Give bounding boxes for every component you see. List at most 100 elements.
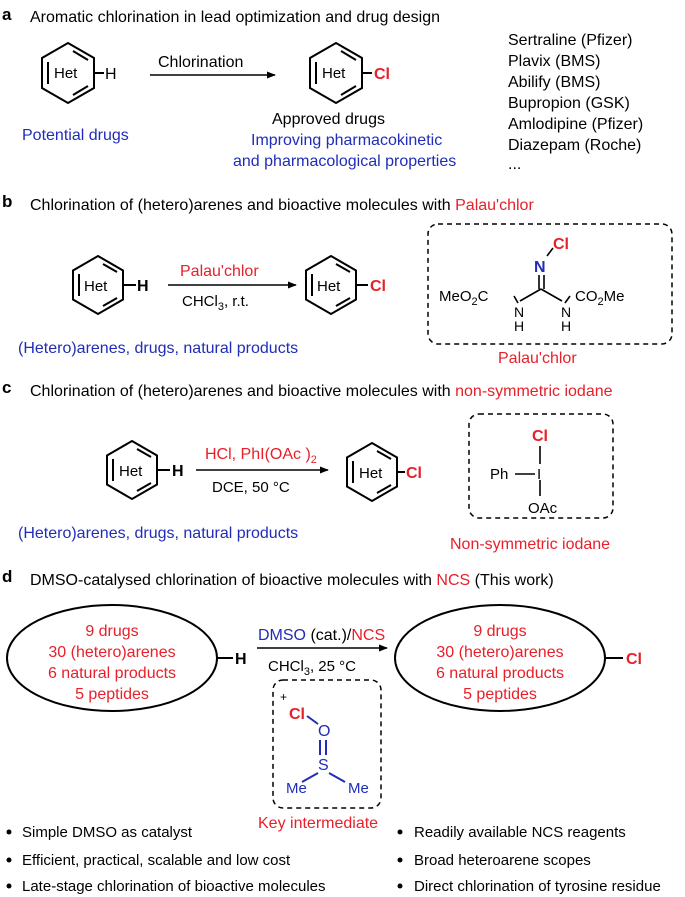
palau-chlor-structure [513,247,571,304]
intermediate-me-left: Me [286,780,307,797]
struct-nh-left-h: H [514,318,524,334]
drug-list-item: Bupropion (GSK) [508,95,630,112]
struct-nh-right-n: N [561,304,571,320]
struct-left-ester: MeO2C [439,288,489,308]
iodane-box-label: Non-symmetric iodane [450,536,610,553]
h-atom-c: H [172,463,184,480]
struct-right-ester: CO2Me [575,288,624,308]
het-ring-a-right [309,41,372,105]
intermediate-me-right: Me [348,780,369,797]
panel-b: b Chlorination of (hetero)arenes and bio… [2,192,673,367]
condition-b-sub: 3 [218,301,224,313]
ellipse-left-line: 30 (hetero)arenes [48,644,175,661]
iodane-oac: OAc [528,500,558,517]
improving-line-1: Improving pharmacokinetic [251,132,442,149]
panel-d-letter: d [2,567,12,586]
reagent-d: DMSO (cat.)/NCS [258,627,385,644]
het-label-b-right: Het [317,278,341,295]
drug-list-item: ... [508,156,521,173]
cl-atom-c: Cl [406,465,422,482]
het-ring-b-right [305,254,368,316]
het-label-a-left: Het [54,65,78,82]
potential-drugs-caption: Potential drugs [22,127,129,144]
h-atom-a: H [105,66,117,83]
improving-line-2: and pharmacological properties [233,153,456,170]
condition-b-suffix: , r.t. [224,293,249,310]
struct-right-ester-start: CO [575,288,598,305]
panel-c: c Chlorination of (hetero)arenes and bio… [2,378,614,553]
intermediate-cl-atom: Cl [289,706,305,723]
palau-chlor-box [427,223,673,345]
ellipse-right-line: 5 peptides [463,686,537,703]
panel-c-title: Chlorination of (hetero)arenes and bioac… [30,383,613,400]
condition-c: DCE, 50 °C [212,479,290,496]
feature-bullets-left: Simple DMSO as catalyst Efficient, pract… [6,824,326,895]
drug-list-item: Sertraline (Pfizer) [508,32,632,49]
cl-atom-b: Cl [370,278,386,295]
intermediate-o-atom: O [318,723,330,740]
intermediate-bonds [301,715,346,783]
panel-a: a Aromatic chlorination in lead optimiza… [2,5,643,173]
drug-list-item: Amlodipine (Pfizer) [508,116,643,133]
condition-d: CHCl3, 25 °C [268,658,356,678]
het-ring-a-left [41,41,104,105]
bullet-dot [397,857,403,863]
key-intermediate-label: Key intermediate [258,815,378,832]
intermediate-plus-charge: + [280,690,287,704]
feature-bullets-right: Readily available NCS reagents Broad het… [397,824,661,895]
condition-d-sub: 3 [304,666,310,678]
panel-d: d DMSO-catalysed chlorination of bioacti… [2,567,661,895]
panel-b-title-highlight: Palau'chlor [455,197,534,214]
struct-left-ester-start: MeO [439,288,472,305]
condition-d-suffix: , 25 °C [310,658,356,675]
ellipse-left-line: 5 peptides [75,686,149,703]
ellipse-right-line: 9 drugs [473,623,526,640]
het-ring-b-left [72,254,136,316]
bullet-dot [397,829,403,835]
iodane-cl-atom: Cl [532,428,548,445]
bullet-dot [6,883,12,889]
iodane-i-atom: I [537,466,541,483]
reagent-c: HCl, PhI(OAc )2 [205,446,317,466]
reagent-c-sub: 2 [311,454,317,466]
arrow-label-a: Chlorination [158,54,243,71]
panel-b-title-prefix: Chlorination of (hetero)arenes and bioac… [30,197,455,214]
panel-b-title: Chlorination of (hetero)arenes and bioac… [30,197,534,214]
bullet-dot [397,883,403,889]
struct-nh-right-h: H [561,318,571,334]
struct-cl-atom: Cl [553,236,569,253]
ellipse-right-line: 30 (hetero)arenes [436,644,563,661]
ellipse-right-line: 6 natural products [436,665,564,682]
caption-b: (Hetero)arenes, drugs, natural products [18,340,298,357]
intermediate-s-atom: S [318,757,329,774]
het-label-c-left: Het [119,463,143,480]
panel-d-title: DMSO-catalysed chlorination of bioactive… [30,572,554,589]
reagent-b: Palau'chlor [180,263,259,280]
bullet-left-item: Simple DMSO as catalyst [22,824,193,841]
struct-left-ester-end: C [478,288,489,305]
struct-n-atom: N [534,259,546,276]
struct-right-ester-end: Me [604,288,625,305]
reagent-c-main: HCl, PhI(OAc ) [205,446,311,463]
h-atom-b: H [137,278,149,295]
iodane-box [468,413,614,519]
struct-nh-left-n: N [514,304,524,320]
h-atom-d: H [235,651,247,668]
ellipse-left-line: 6 natural products [48,665,176,682]
panel-d-title-prefix: DMSO-catalysed chlorination of bioactive… [30,572,436,589]
panel-c-title-prefix: Chlorination of (hetero)arenes and bioac… [30,383,455,400]
drug-list: Sertraline (Pfizer) Plavix (BMS) Abilify… [508,32,643,173]
bullet-dot [6,829,12,835]
het-ring-c-right [346,441,405,503]
reagent-d-ncs: NCS [351,627,385,644]
het-label-a-right: Het [322,65,346,82]
bullet-right-item: Readily available NCS reagents [414,824,626,841]
struct-right-ester-sub: 2 [598,296,604,308]
panel-a-letter: a [2,5,12,24]
condition-b: CHCl3, r.t. [182,293,249,313]
drug-list-item: Abilify (BMS) [508,74,600,91]
ellipse-left-line: 9 drugs [85,623,138,640]
cl-atom-a: Cl [374,66,390,83]
caption-c: (Hetero)arenes, drugs, natural products [18,525,298,542]
